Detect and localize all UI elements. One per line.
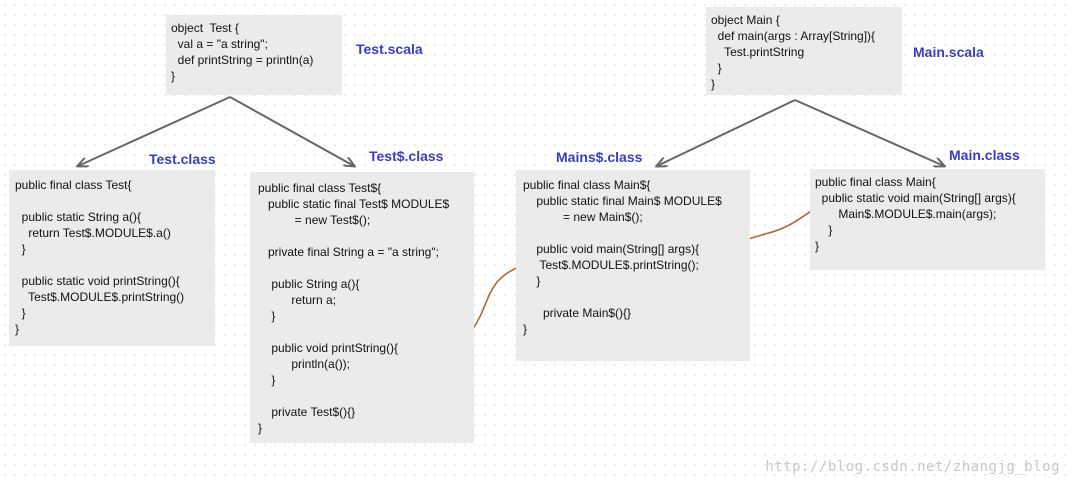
test-scala-label: Test.scala — [356, 41, 423, 57]
main-scala-label: Main.scala — [913, 44, 984, 60]
arrow-main-scala-to-mains-dollar-class — [657, 99, 796, 166]
main-class-code-box: public final class Main{ public static v… — [810, 169, 1045, 270]
arrow-main-scala-to-main-class — [794, 99, 944, 166]
mains-dollar-class-label: Mains$.class — [556, 149, 643, 165]
test-class-label: Test.class — [149, 151, 216, 167]
arrow-test-scala-to-test-class — [78, 96, 231, 166]
main-dollar-class-code: public final class Main${ public static … — [523, 178, 722, 336]
main-scala-code-box: object Main { def main(args : Array[Stri… — [706, 7, 902, 95]
main-class-label: Main.class — [949, 147, 1020, 163]
main-scala-code: object Main { def main(args : Array[Stri… — [711, 13, 876, 91]
arrow-test-scala-to-test-dollar-class — [229, 96, 354, 166]
test-class-code-box: public final class Test{ public static S… — [9, 170, 215, 346]
test-scala-code: object Test { val a = "a string"; def pr… — [171, 21, 314, 83]
main-class-code: public final class Main{ public static v… — [815, 175, 1016, 253]
test-dollar-class-label: Test$.class — [369, 148, 444, 164]
main-dollar-class-code-box: public final class Main${ public static … — [516, 170, 750, 361]
test-dollar-class-code: public final class Test${ public static … — [258, 181, 450, 435]
test-dollar-class-code-box: public final class Test${ public static … — [250, 172, 474, 443]
test-class-code: public final class Test{ public static S… — [15, 178, 185, 336]
test-scala-code-box: object Test { val a = "a string"; def pr… — [166, 15, 342, 95]
watermark: http://blog.csdn.net/zhangjg_blog — [765, 459, 1060, 475]
